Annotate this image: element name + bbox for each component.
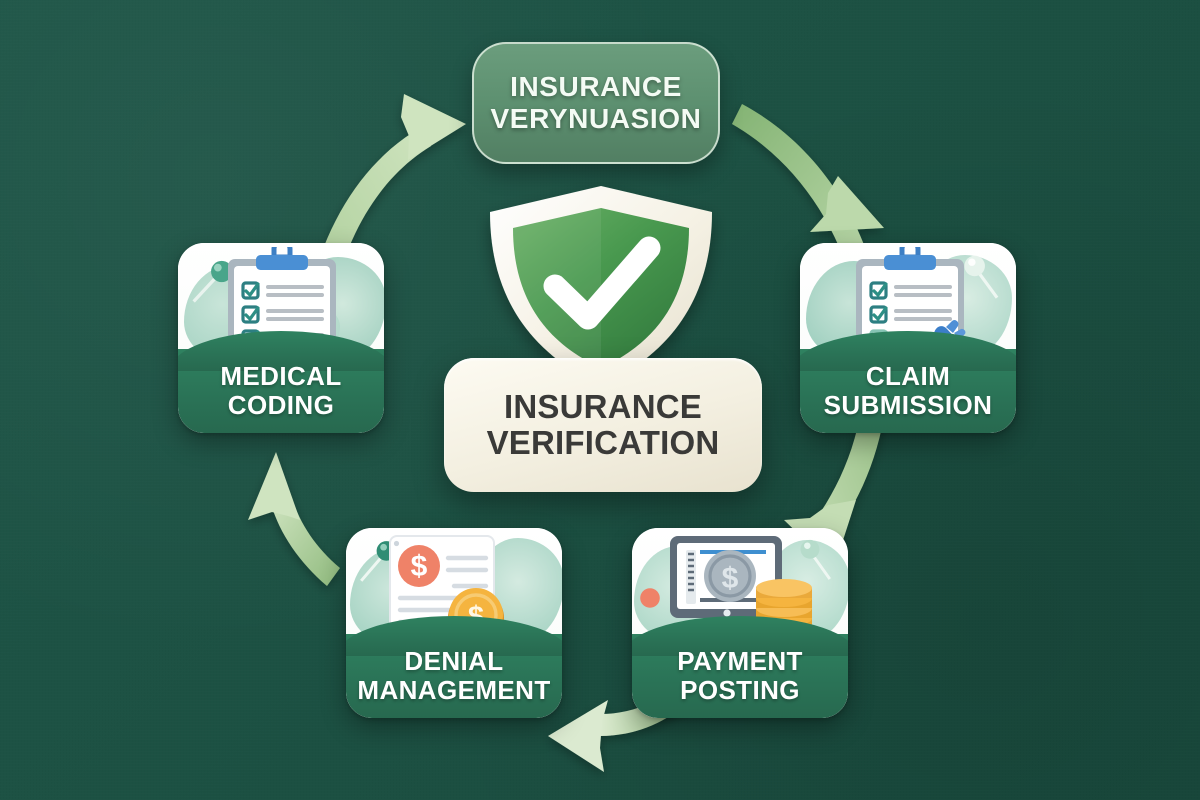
- pin-icon: [800, 539, 831, 580]
- node-medical-coding-label-line1: MEDICAL: [220, 361, 342, 392]
- monitor-coins-icon: $: [670, 536, 812, 637]
- node-insurance-verynuasion[interactable]: INSURANCE VERYNUASION: [472, 42, 720, 164]
- center-label-line1: INSURANCE: [504, 387, 702, 425]
- node-payment-posting-label-line2: POSTING: [680, 675, 800, 706]
- arrow-insurance-to-claim: [732, 104, 884, 276]
- node-insurance-verynuasion-label: INSURANCE VERYNUASION: [490, 71, 702, 134]
- node-payment-posting-art: $: [632, 528, 848, 639]
- node-claim-submission[interactable]: CLAIM SUBMISSION: [800, 243, 1016, 433]
- berry-icon: [640, 588, 660, 608]
- clipboard-checklist-icon: [228, 247, 336, 354]
- node-medical-coding-label-line2: CODING: [227, 390, 335, 421]
- shield-check-icon: [476, 182, 726, 392]
- node-denial-management[interactable]: $ $ DENIAL MANAGEMENT: [346, 528, 562, 718]
- node-payment-posting-label-line1: PAYMENT: [677, 646, 803, 677]
- node-claim-submission-label-line1: CLAIM: [865, 361, 951, 392]
- node-claim-submission-label-line2: SUBMISSION: [823, 390, 993, 421]
- node-medical-coding-band: MEDICAL CODING: [178, 331, 384, 433]
- arrow-denial-to-coding: [248, 452, 340, 586]
- node-payment-posting[interactable]: $ PAYM: [632, 528, 848, 718]
- svg-text:$: $: [722, 562, 739, 595]
- node-claim-submission-band: CLAIM SUBMISSION: [800, 331, 1016, 433]
- center-label-plaque[interactable]: INSURANCE VERIFICATION: [444, 358, 762, 492]
- pin-icon: [964, 255, 999, 299]
- pin-icon: [192, 260, 233, 303]
- node-medical-coding[interactable]: MEDICAL CODING: [178, 243, 384, 433]
- center-label-line2: VERIFICATION: [486, 424, 720, 461]
- node-denial-management-label-line1: DENIAL: [404, 646, 504, 677]
- node-denial-management-band: DENIAL MANAGEMENT: [346, 616, 562, 718]
- node-payment-posting-band: PAYMENT POSTING: [632, 616, 848, 718]
- svg-text:$: $: [411, 550, 428, 583]
- node-denial-management-label-line2: MANAGEMENT: [357, 675, 551, 706]
